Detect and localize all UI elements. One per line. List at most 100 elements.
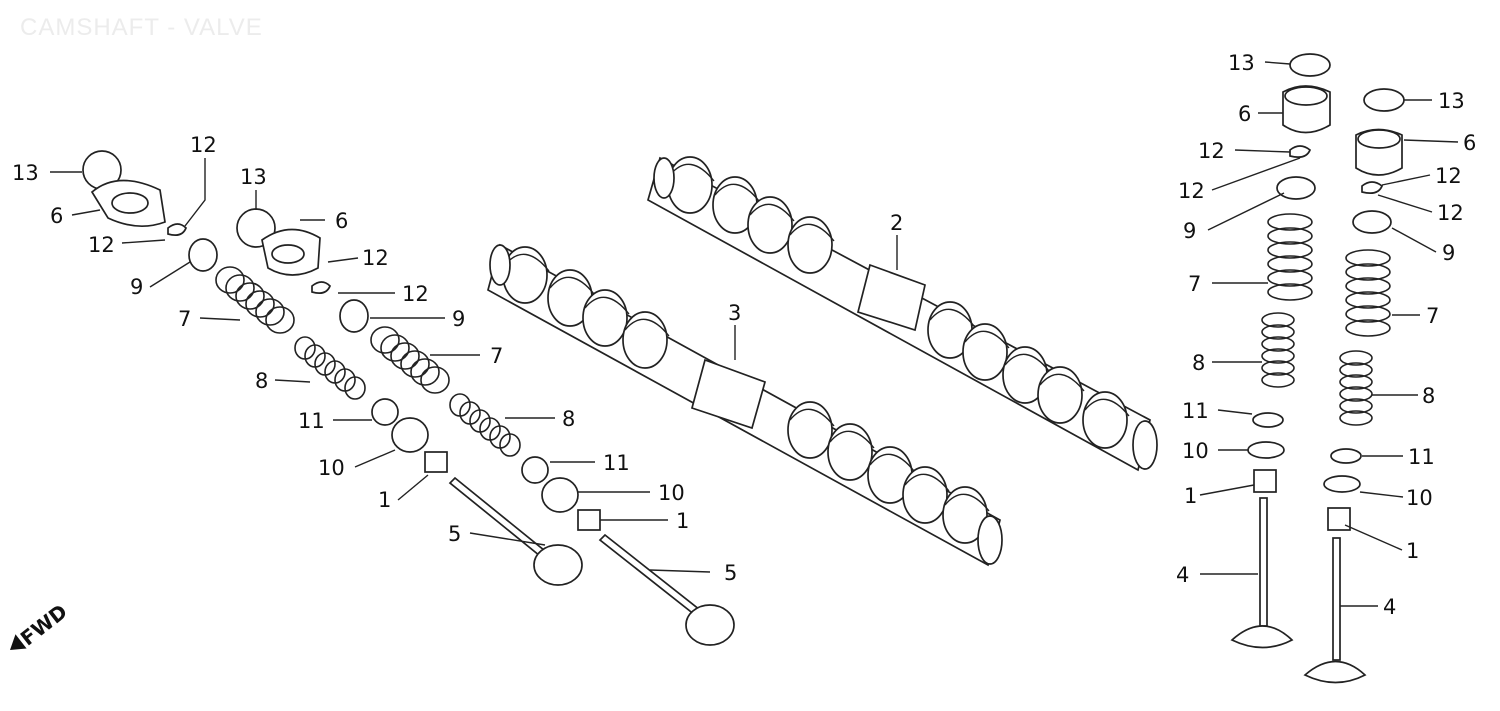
callout-12: 12 xyxy=(1437,201,1464,225)
valve-assembly-right-d xyxy=(1303,88,1405,684)
outer-spring-7 xyxy=(215,266,295,334)
retainer-9 xyxy=(339,299,369,333)
inner-spring-8 xyxy=(449,393,521,457)
leader-lines xyxy=(50,61,1459,607)
callout-12: 12 xyxy=(88,233,115,257)
callout-1: 1 xyxy=(1406,539,1419,563)
callout-7: 7 xyxy=(178,307,191,331)
valve-head-4 xyxy=(1230,625,1294,649)
retainer-9 xyxy=(188,238,218,272)
callout-11: 11 xyxy=(603,451,630,475)
camshaft-2 xyxy=(646,156,1158,472)
callout-7: 7 xyxy=(490,344,503,368)
valve-head-5 xyxy=(685,604,735,646)
valve-stem-4 xyxy=(1332,537,1341,661)
outer-spring-7 xyxy=(1345,249,1391,337)
callout-6: 6 xyxy=(50,204,63,228)
camshaft-3-sprocket-flange xyxy=(690,358,767,430)
fwd-label: FWD xyxy=(16,599,72,650)
callout-8: 8 xyxy=(562,407,575,431)
callout-12: 12 xyxy=(1198,139,1225,163)
callout-4: 4 xyxy=(1176,563,1189,587)
valve-head-4 xyxy=(1303,660,1367,684)
diagram-title: CAMSHAFT - VALVE xyxy=(20,14,263,41)
callout-8: 8 xyxy=(1422,384,1435,408)
valve-assembly-left-b xyxy=(236,208,735,646)
spring-seat-10 xyxy=(541,477,579,513)
callout-9: 9 xyxy=(1442,241,1455,265)
callout-13: 13 xyxy=(12,161,39,185)
retainer-9 xyxy=(1276,176,1316,200)
fwd-arrow-icon xyxy=(10,634,27,650)
inner-spring-8 xyxy=(294,336,366,400)
callout-10: 10 xyxy=(658,481,685,505)
valve-assembly-left-a xyxy=(82,150,583,586)
callout-13: 13 xyxy=(1438,89,1465,113)
cotter-12 xyxy=(1361,181,1384,194)
callout-11: 11 xyxy=(1408,445,1435,469)
callout-11: 11 xyxy=(1182,399,1209,423)
callout-6: 6 xyxy=(1238,102,1251,126)
outer-spring-7 xyxy=(370,326,450,394)
shim-13 xyxy=(1363,88,1405,112)
callout-6: 6 xyxy=(335,209,348,233)
stem-seal-1 xyxy=(577,509,601,531)
callout-9: 9 xyxy=(130,275,143,299)
stem-seal-1 xyxy=(1253,469,1277,493)
seat-11 xyxy=(1330,448,1362,464)
seat-11 xyxy=(371,398,399,426)
retainer-9 xyxy=(1352,210,1392,234)
callout-4: 4 xyxy=(1383,595,1396,619)
shim-13 xyxy=(1289,53,1331,77)
callout-5: 5 xyxy=(724,561,737,585)
callout-12: 12 xyxy=(1435,164,1462,188)
seat-11 xyxy=(1252,412,1284,428)
inner-spring-8 xyxy=(1339,350,1373,426)
stem-seal-1 xyxy=(424,451,448,473)
camshaft-3 xyxy=(487,243,1003,567)
callout-10: 10 xyxy=(1406,486,1433,510)
valve-stem-5 xyxy=(598,533,702,617)
callout-2: 2 xyxy=(890,211,903,235)
camshaft-2-end xyxy=(1132,420,1158,470)
valve-stem-4 xyxy=(1259,497,1268,627)
outer-spring-7 xyxy=(1267,213,1313,301)
callout-10: 10 xyxy=(318,456,345,480)
spring-seat-10 xyxy=(1323,475,1361,493)
callout-3: 3 xyxy=(728,301,741,325)
cotter-12 xyxy=(1289,145,1312,158)
callout-7: 7 xyxy=(1426,304,1439,328)
callout-numbers: 13 6 12 12 9 7 8 11 10 1 5 13 6 12 12 9 … xyxy=(12,51,1476,619)
callout-10: 10 xyxy=(1182,439,1209,463)
valve-assembly-right-c xyxy=(1230,53,1331,649)
stem-seal-1 xyxy=(1327,507,1351,531)
callout-12: 12 xyxy=(362,246,389,270)
callout-13: 13 xyxy=(240,165,267,189)
callout-12: 12 xyxy=(402,282,429,306)
callout-7: 7 xyxy=(1188,272,1201,296)
seat-11 xyxy=(521,456,549,484)
callout-9: 9 xyxy=(1183,219,1196,243)
callout-6: 6 xyxy=(1463,131,1476,155)
callout-1: 1 xyxy=(378,488,391,512)
callout-11: 11 xyxy=(298,409,325,433)
fwd-indicator: FWD xyxy=(10,599,72,650)
inner-spring-8 xyxy=(1261,312,1295,388)
camshaft-3-end xyxy=(977,515,1003,565)
valve-stem-5 xyxy=(448,476,552,562)
callout-9: 9 xyxy=(452,307,465,331)
cotter-12 xyxy=(167,223,187,236)
spring-seat-10 xyxy=(391,417,429,453)
callout-1: 1 xyxy=(676,509,689,533)
callout-12: 12 xyxy=(190,133,217,157)
cotter-12 xyxy=(311,281,331,294)
spring-seat-10 xyxy=(1247,441,1285,459)
callout-12: 12 xyxy=(1178,179,1205,203)
valve-head-5 xyxy=(533,544,583,586)
callout-8: 8 xyxy=(1192,351,1205,375)
callout-13: 13 xyxy=(1228,51,1255,75)
callout-8: 8 xyxy=(255,369,268,393)
callout-1: 1 xyxy=(1184,484,1197,508)
